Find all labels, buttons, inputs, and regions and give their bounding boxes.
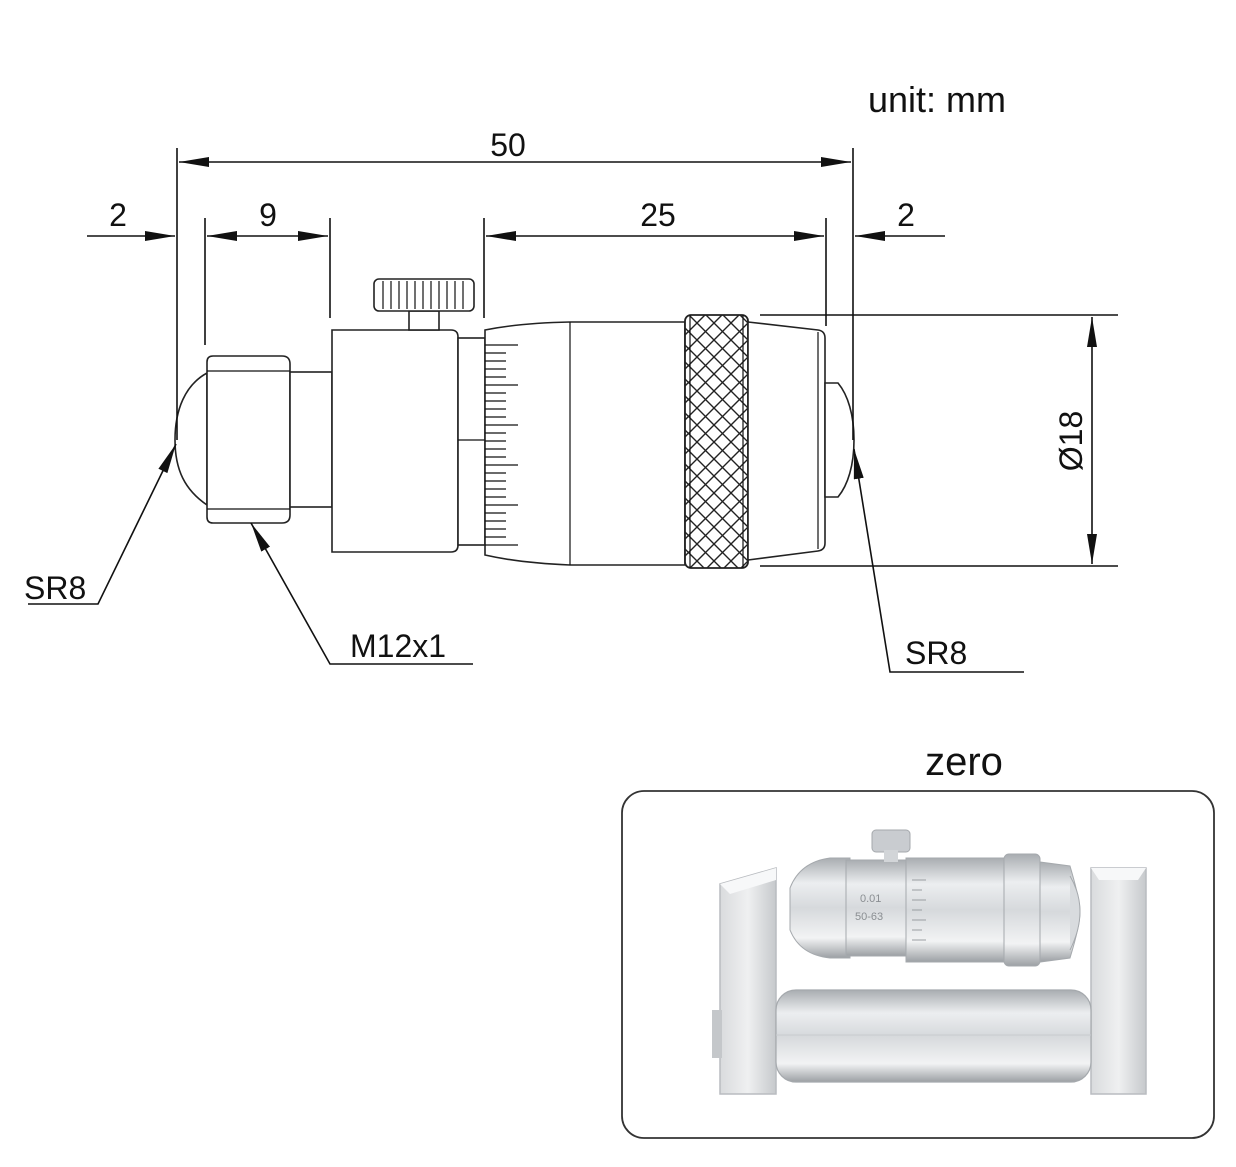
dim-left-tip: 2 — [109, 197, 127, 233]
knurled-ring — [684, 314, 749, 569]
hex-nut — [206, 355, 291, 524]
photo-sleeve-text-2: 50-63 — [855, 911, 883, 923]
body-block — [331, 329, 459, 553]
thread-shank — [289, 371, 333, 508]
callout-leaders — [28, 443, 1024, 673]
dim-thread-length: 9 — [259, 197, 277, 233]
zero-setting-photo: 0.01 50-63 — [712, 829, 1147, 1095]
ratchet-cap — [747, 321, 826, 561]
thimble-graduations — [485, 344, 518, 546]
left-spherical-tip — [174, 371, 208, 507]
dim-thimble-travel: 25 — [640, 197, 676, 233]
photo-sleeve-text-1: 0.01 — [860, 893, 881, 905]
dim-diameter: Ø18 — [1053, 411, 1089, 471]
dimension-lines — [87, 148, 1118, 567]
dim-right-tip: 2 — [897, 197, 915, 233]
unit-label: unit: mm — [868, 79, 1006, 120]
callout-thread: M12x1 — [350, 628, 446, 664]
thimble — [484, 321, 686, 566]
callout-left-radius: SR8 — [24, 570, 86, 606]
dim-overall-length: 50 — [490, 127, 526, 163]
micrometer-drawing — [174, 278, 855, 569]
photo-caption: zero — [925, 740, 1003, 784]
sleeve — [457, 337, 486, 546]
right-spherical-tip — [824, 382, 855, 498]
callout-right-radius: SR8 — [905, 635, 967, 671]
knurled-lock-screw-icon — [373, 278, 475, 331]
